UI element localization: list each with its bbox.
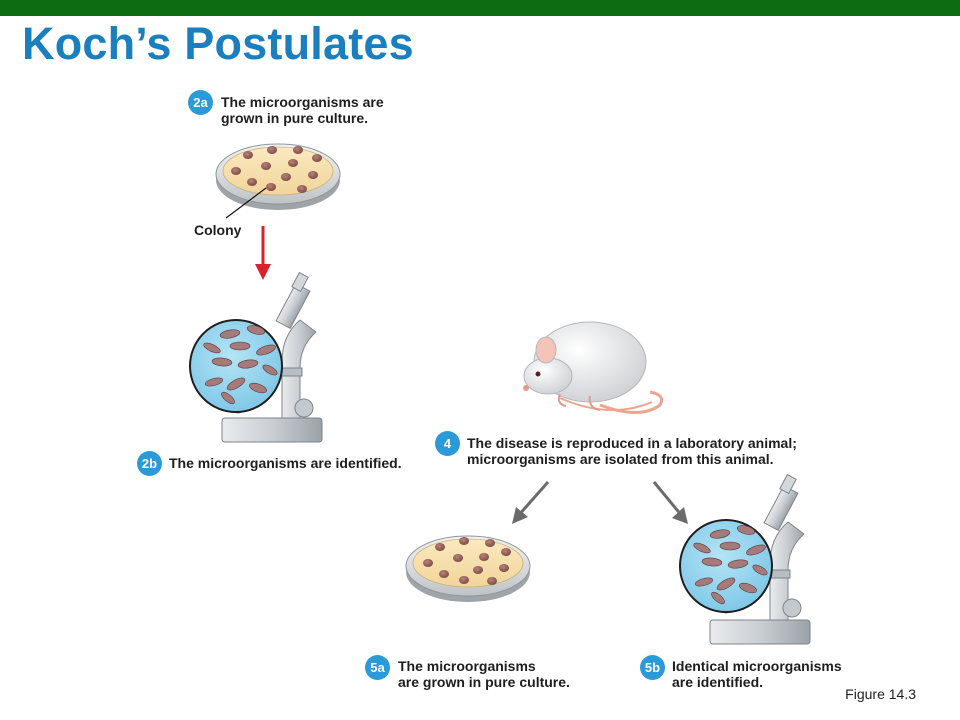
step-5a-caption: The microorganisms are grown in pure cul… (398, 658, 570, 690)
step-2b-caption: The microorganisms are identified. (169, 455, 402, 471)
step-2a-caption: The microorganisms are grown in pure cul… (221, 94, 384, 126)
step-5b-line1: Identical microorganisms (672, 658, 842, 674)
slide-title: Koch’s Postulates (22, 18, 414, 69)
step-4-line1: The disease is reproduced in a laborator… (467, 435, 797, 451)
step-badge-5b: 5b (640, 655, 665, 680)
step-4-line2: microorganisms are isolated from this an… (467, 451, 774, 467)
lab-mouse-icon (523, 321, 664, 414)
step-badge-2b: 2b (137, 451, 162, 476)
step-badge-5a: 5a (365, 655, 390, 680)
step-5b-line2: are identified. (672, 674, 764, 690)
step-5a-line1: The microorganisms (398, 658, 536, 674)
step-badge-4: 4 (435, 431, 460, 456)
figure-reference: Figure 14.3 (845, 686, 916, 702)
colony-label: Colony (194, 222, 242, 238)
step-badge-2a: 2a (188, 90, 213, 115)
step-2a-line2: grown in pure culture. (221, 110, 369, 126)
step-2a-line1: The microorganisms are (221, 94, 384, 110)
microscope-icon (189, 271, 323, 443)
petri-dish-icon (215, 143, 341, 219)
step-5a-line2: are grown in pure culture. (398, 674, 570, 690)
red-arrow-icon (255, 226, 271, 280)
microscope-icon (679, 473, 811, 645)
petri-dish-icon (405, 535, 531, 602)
step-4-caption: The disease is reproduced in a laborator… (467, 435, 797, 467)
gray-arrow-icon (512, 481, 688, 524)
step-5b-caption: Identical microorganisms are identified. (672, 658, 842, 690)
header-bar (0, 0, 960, 16)
